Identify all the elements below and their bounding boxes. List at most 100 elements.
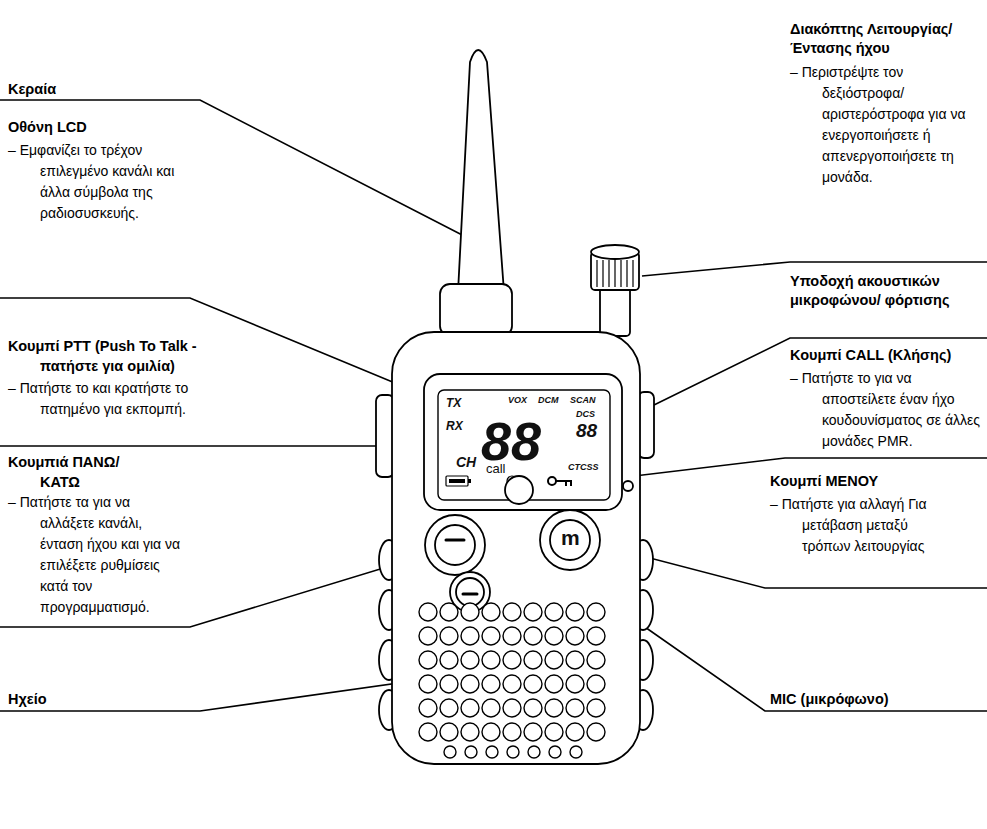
grille-hole <box>524 723 542 741</box>
leader-line <box>612 604 987 711</box>
grille-hole <box>461 651 479 669</box>
grille-hole <box>482 675 500 693</box>
grille-hole <box>545 699 563 717</box>
grille-hole <box>545 675 563 693</box>
knob-ridge <box>596 260 597 287</box>
grille-hole <box>440 699 458 717</box>
callout-text: – Πατήστε για αλλαγή Για μετάβαση μεταξύ… <box>770 494 948 557</box>
callout-heading: MIC (μικρόφωνο) <box>770 690 970 709</box>
grille-hole <box>503 699 521 717</box>
grille-hole <box>444 746 456 758</box>
grille-hole <box>503 603 521 621</box>
callout-text: – Εμφανίζει το τρέχον επιλεγμένο κανάλι … <box>8 140 186 224</box>
battery-level <box>449 479 465 483</box>
lcd-text: DCS <box>576 410 595 419</box>
grille-hole <box>566 675 584 693</box>
callout-heading: Κουμπί ΜΕΝΟΥ <box>770 472 970 491</box>
grille-hole <box>419 675 437 693</box>
knob-ridge <box>608 260 609 287</box>
grille-hole <box>507 746 519 758</box>
callout-text: – Πατήστε το και κρατήστε το πατημένο γι… <box>8 378 208 420</box>
lcd-digits: 88 <box>576 421 597 440</box>
grille-hole <box>419 651 437 669</box>
grille-hole <box>461 699 479 717</box>
grille-hole <box>419 699 437 717</box>
grille-hole <box>503 651 521 669</box>
grille-hole <box>482 603 500 621</box>
grille-hole <box>482 651 500 669</box>
grille-hole <box>587 675 605 693</box>
callout-text: – Περιστρέψτε τον δεξιόστροφα/ αριστερόσ… <box>790 62 984 188</box>
up-button <box>425 515 485 575</box>
battery-tip <box>468 479 471 483</box>
grille-hole <box>587 699 605 717</box>
lcd-text: TX <box>446 397 461 409</box>
grille-hole <box>503 675 521 693</box>
button-text: call <box>486 462 506 475</box>
grille-hole <box>545 603 563 621</box>
key-icon <box>548 477 556 485</box>
grille-hole <box>566 699 584 717</box>
grille-hole <box>440 651 458 669</box>
grille-hole <box>587 651 605 669</box>
call-button <box>505 476 533 504</box>
lcd-text: CH <box>456 455 476 469</box>
grille-hole <box>524 699 542 717</box>
grille-hole <box>503 627 521 645</box>
callout-heading: Διακόπτης Λειτουργίας/ Έντασης ήχου <box>790 20 984 58</box>
key-icon-shaft <box>556 481 572 486</box>
knob-ridges <box>597 260 633 287</box>
lcd-text: VOX <box>508 396 527 405</box>
grille-hole <box>524 627 542 645</box>
grille-hole <box>440 723 458 741</box>
callout-heading: Κουμπιά ΠΑΝΩ/ ΚΑΤΩ <box>8 452 150 492</box>
up-button-mark <box>446 539 464 542</box>
grille-hole <box>528 746 540 758</box>
grille-hole <box>549 746 561 758</box>
grille-hole <box>482 699 500 717</box>
knob-ridge <box>614 260 615 287</box>
lcd-text: SCAN <box>570 396 596 405</box>
grille-hole <box>461 723 479 741</box>
grille-hole <box>440 627 458 645</box>
grille-hole <box>524 675 542 693</box>
face-panel <box>424 374 622 510</box>
grille-hole <box>545 627 563 645</box>
callout-heading: Ηχείο <box>8 690 128 709</box>
leader-line <box>0 445 376 447</box>
lcd-text: CTCSS <box>568 463 599 472</box>
mic-hole <box>623 481 633 491</box>
grille-hole <box>524 603 542 621</box>
antenna-base <box>440 284 512 336</box>
knob-ridge <box>602 260 603 287</box>
callout-heading: Υποδοχή ακουστικών μικροφώνου/ φόρτισης <box>790 272 970 310</box>
grille-hole <box>545 651 563 669</box>
grille-hole <box>482 627 500 645</box>
grille-hole <box>419 627 437 645</box>
callout-heading: Κουμπί PTT (Push To Talk - πατήστε για ο… <box>8 336 236 376</box>
grille-hole <box>440 675 458 693</box>
callout-heading: Οθόνη LCD <box>8 118 188 137</box>
grille-hole <box>419 723 437 741</box>
grille-hole <box>461 603 479 621</box>
lcd-digits: 88 <box>481 414 541 468</box>
down-button-mark <box>463 593 477 596</box>
volume-knob-top <box>591 245 639 259</box>
leader-line <box>0 100 468 238</box>
up-button-inner <box>435 525 475 565</box>
radio-housing <box>392 332 640 764</box>
callout-heading: Κεραία <box>8 80 208 99</box>
grille-hole <box>566 627 584 645</box>
grille-hole <box>482 723 500 741</box>
grille-hole <box>461 627 479 645</box>
lcd-text: DCM <box>538 396 559 405</box>
antenna <box>458 50 504 292</box>
grille-hole <box>587 723 605 741</box>
knob-ridge <box>626 260 627 287</box>
grille-hole <box>419 603 437 621</box>
menu-button <box>540 510 600 570</box>
grille-hole <box>566 651 584 669</box>
speaker-grille <box>419 603 605 758</box>
menu-button-inner <box>550 520 590 560</box>
